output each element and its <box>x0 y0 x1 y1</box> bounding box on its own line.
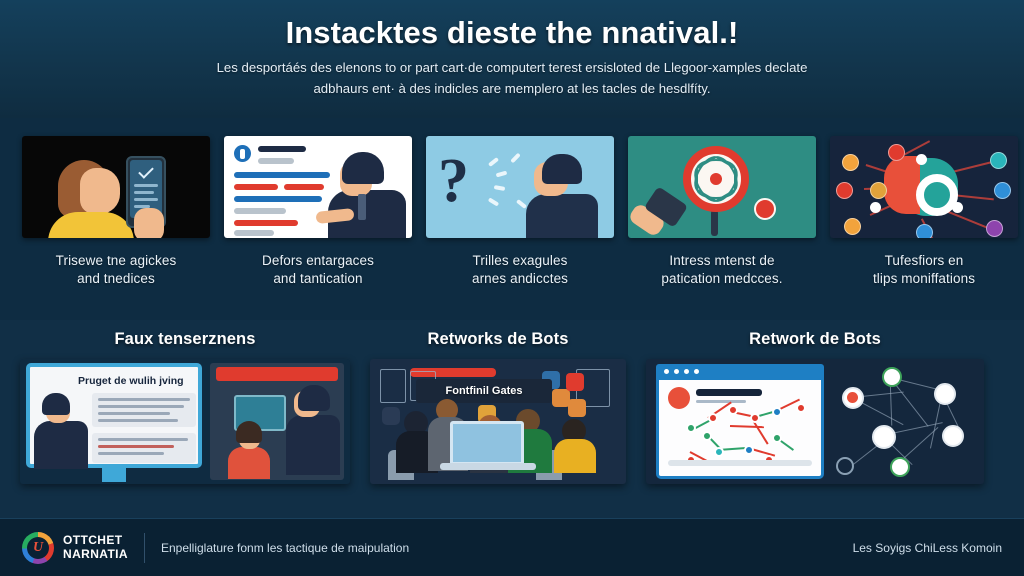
brand-name: OTTCHET NARNATIA <box>63 533 128 561</box>
section-heading-bot-networks: Retworks de Bots <box>427 330 569 348</box>
top-card-row: Trisewe tne agickes and tnedices <box>0 118 1024 320</box>
card-caption: Tufesfiors en tlips moniffations <box>873 252 975 288</box>
graph-node-icon <box>890 457 910 477</box>
footer-tagline: Enpelliglature fonm les tactique de maip… <box>160 540 410 555</box>
footer: U OTTCHET NARNATIA Enpelliglature fonm l… <box>0 518 1024 576</box>
caption-line-1: Tufesfiors en <box>884 253 964 268</box>
caption-line-1: Defors entargaces <box>261 253 374 268</box>
section-heading-faux: Faux tenserznens <box>114 330 256 348</box>
thumbnail-woman-phone-icon <box>22 136 210 238</box>
monitor-title: Pruget de wulih jving <box>78 375 184 387</box>
monitor-illustration: Pruget de wulih jving <box>26 363 202 469</box>
subtitle-line-1: Les desportáés des elenons to or part ca… <box>216 60 808 76</box>
subtitle-line-2: adbhaurs ent· à des indicles are mempler… <box>313 80 711 96</box>
caption-line-2: arnes andicctes <box>471 271 569 287</box>
brand-name-line-1: OTTCHET <box>63 533 123 548</box>
logo-ring-icon: U <box>22 531 54 564</box>
card-caption: Intress mtenst de patication medcces. <box>661 252 782 288</box>
page-title: Instacktes dieste the nnatival.! <box>285 14 739 50</box>
caption-line-1: Trisewe tne agickes <box>55 253 177 268</box>
logo-glyph: U <box>32 539 44 555</box>
card-document-presenter[interactable]: Defors entargaces and tantication <box>224 136 412 320</box>
card-icon-network[interactable]: Tufesfiors en tlips moniffations <box>830 136 1018 320</box>
card-caption: Trilles exagules arnes andicctes <box>472 252 568 288</box>
header: Instacktes dieste the nnatival.! Les des… <box>0 0 1024 118</box>
bottom-section: Faux tenserznens Retworks de Bots Retwor… <box>0 320 1024 518</box>
section-heading-row: Faux tenserznens Retworks de Bots Retwor… <box>20 330 1004 359</box>
panel-red-button[interactable] <box>216 367 338 381</box>
overlay-label-text: Fontfinil Gates <box>445 385 523 397</box>
card-woman-phone[interactable]: Trisewe tne agickes and tnedices <box>22 136 210 320</box>
section-heading-bot-network: Retwork de Bots <box>749 330 881 348</box>
page-subtitle: Les desportáés des elenons to or part ca… <box>217 58 808 99</box>
thumbnail-magnifier-atom-icon <box>628 136 816 238</box>
panel-faux-presentation[interactable]: Pruget de wulih jving <box>20 359 350 484</box>
caption-line-2: tlips moniffations <box>872 271 976 287</box>
panel-bot-farm[interactable]: Fontfinil Gates <box>370 359 626 484</box>
panel-bot-network-graph[interactable] <box>646 359 984 484</box>
caption-line-1: Trilles exagules <box>472 253 568 268</box>
footer-divider <box>143 532 145 563</box>
caption-line-1: Intress mtenst de <box>669 253 775 268</box>
thumbnail-document-presenter-icon <box>224 136 412 238</box>
graph-node-icon <box>882 367 902 387</box>
footer-right-text: Les Soyigs ChiLess Komoin <box>852 540 1002 555</box>
card-caption: Defors entargaces and tantication <box>262 252 374 288</box>
graph-node-icon <box>942 425 964 447</box>
card-magnifier-atom[interactable]: Intress mtenst de patication medcces. <box>628 136 816 320</box>
graph-node-icon <box>836 457 854 475</box>
caption-line-2: and tnedices <box>77 271 155 287</box>
card-caption: Trisewe tne agickes and tnedices <box>56 252 177 288</box>
brand-logo[interactable]: U OTTCHET NARNATIA <box>22 531 128 564</box>
caption-line-2: and tantication <box>273 271 363 287</box>
caption-line-2: patication medcces. <box>661 271 783 287</box>
graph-node-icon <box>872 425 896 449</box>
section-panel-row: Pruget de wulih jving <box>20 359 1004 484</box>
graph-node-icon <box>934 383 956 405</box>
brand-name-line-2: NARNATIA <box>63 546 128 561</box>
thumbnail-question-mark-icon: ? <box>426 136 614 238</box>
thumbnail-icon-network-icon <box>830 136 1018 238</box>
overlay-label-badge: Fontfinil Gates <box>416 379 552 403</box>
card-question-speaker[interactable]: ? Trilles exagules arnes andicctes <box>426 136 614 320</box>
